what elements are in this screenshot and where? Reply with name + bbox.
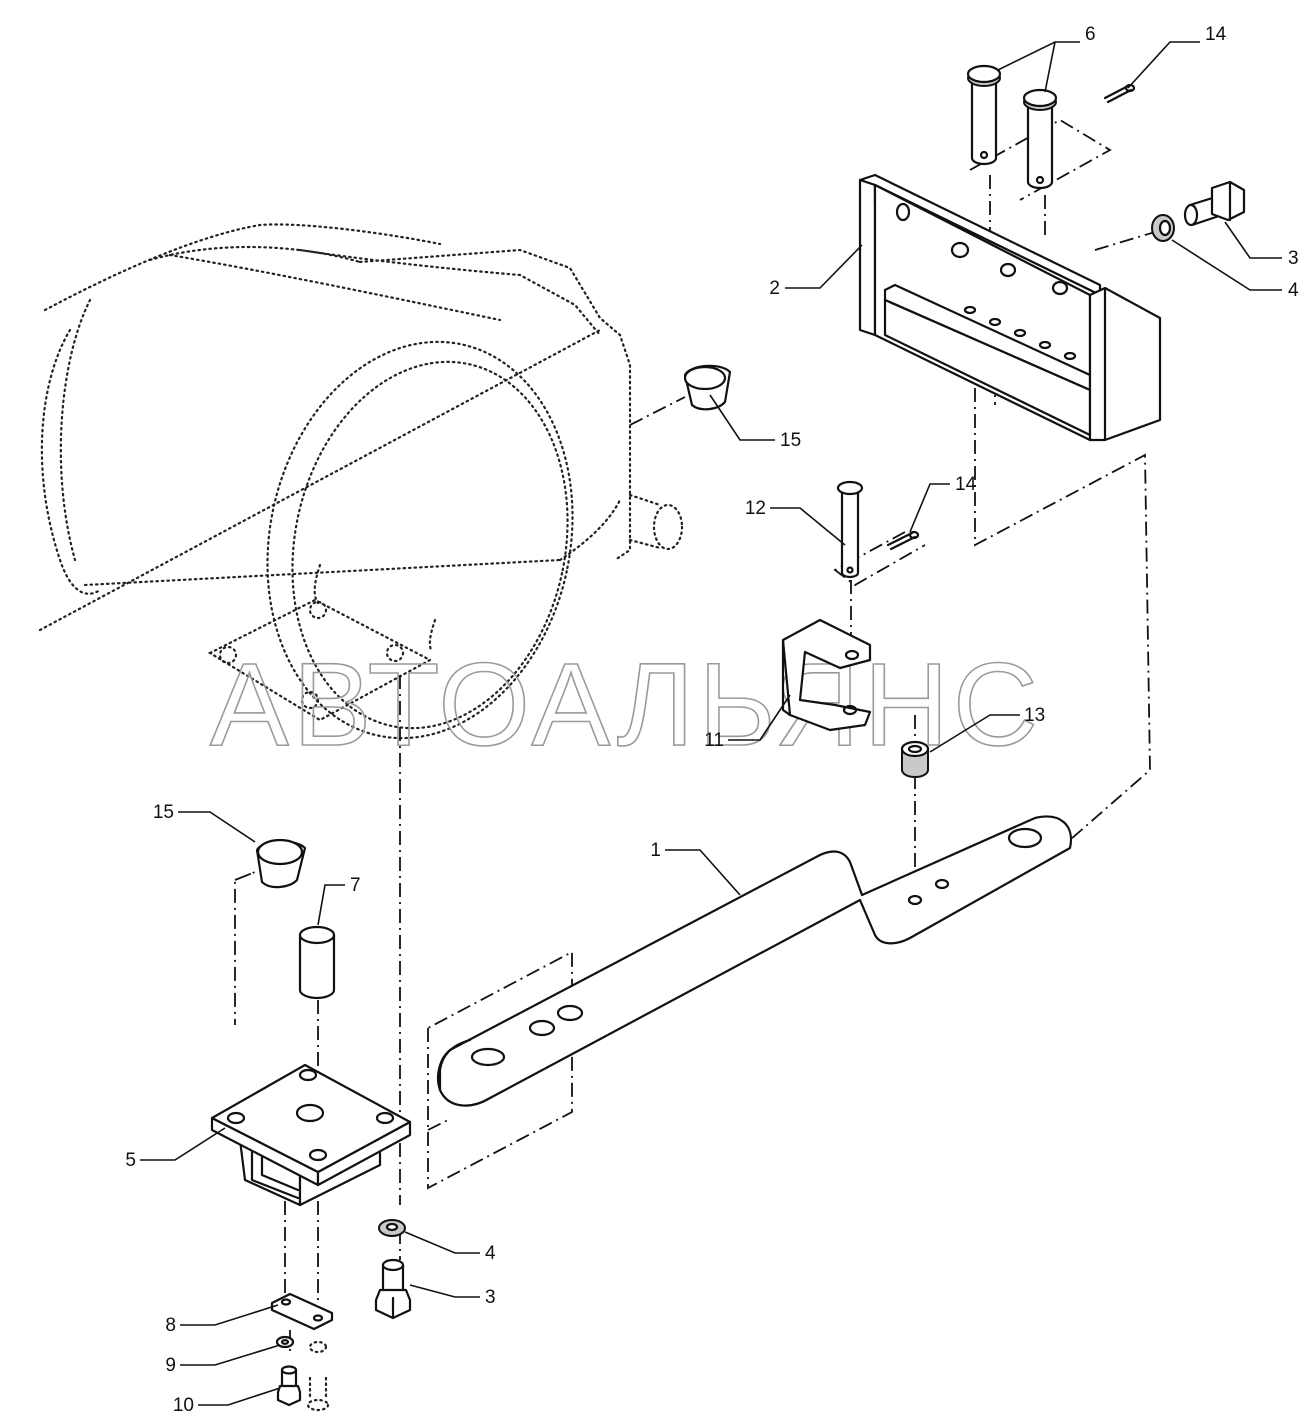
part-3-bolt-lower [374, 1258, 412, 1320]
part-1-drawbar [436, 815, 1073, 1107]
callout-9: 9 [165, 1355, 176, 1376]
part-11-clevis [781, 618, 872, 732]
callout-11: 11 [704, 730, 724, 751]
callout-15-upper: 15 [780, 430, 801, 451]
callout-7: 7 [350, 875, 361, 896]
callout-6: 6 [1085, 24, 1096, 45]
callout-13: 13 [1024, 705, 1045, 726]
callout-14-top: 14 [1205, 24, 1227, 45]
part-13-bushing [900, 740, 930, 778]
part-6-pin-right [1022, 88, 1058, 190]
watermark-text: АВТОАЛЬЯНС [210, 639, 1042, 771]
part-6-pin-left [966, 64, 1002, 166]
part-4-washer-upper [1151, 214, 1175, 242]
callout-3-upper: 3 [1288, 248, 1299, 269]
part-15-cap-upper [683, 364, 732, 411]
callout-labels: 6 14 2 3 4 15 12 14 11 13 15 7 1 5 4 3 8… [125, 24, 1299, 1416]
part-8-shim-plate [270, 1292, 334, 1331]
callout-5: 5 [125, 1150, 136, 1171]
part-5-support-plate [210, 1063, 412, 1207]
callout-8: 8 [165, 1315, 176, 1336]
part-12-pin [836, 480, 864, 579]
part-14-cotter-pin-top [1103, 83, 1136, 104]
callout-1: 1 [650, 840, 661, 861]
callout-4-upper: 4 [1288, 280, 1299, 301]
part-9-washer [275, 1335, 328, 1354]
part-10-screw [276, 1365, 330, 1412]
part-4-washer-lower [378, 1219, 406, 1237]
callout-12: 12 [745, 498, 766, 519]
part-14-cotter-pin-middle [886, 530, 920, 551]
callout-4-lower: 4 [485, 1243, 496, 1264]
reference-housing-outline [38, 223, 684, 740]
part-15-cap-lower [255, 838, 307, 889]
part-2-bracket-frame [858, 173, 1162, 442]
callout-2: 2 [769, 278, 780, 299]
part-3-bolt-upper [1183, 180, 1246, 227]
part-7-sleeve [298, 925, 336, 1000]
callout-leader-lines [140, 41, 1282, 1406]
callout-14-middle: 14 [955, 474, 977, 495]
callout-15-lower: 15 [153, 802, 174, 823]
callout-3-lower: 3 [485, 1287, 496, 1308]
callout-10: 10 [173, 1395, 194, 1416]
